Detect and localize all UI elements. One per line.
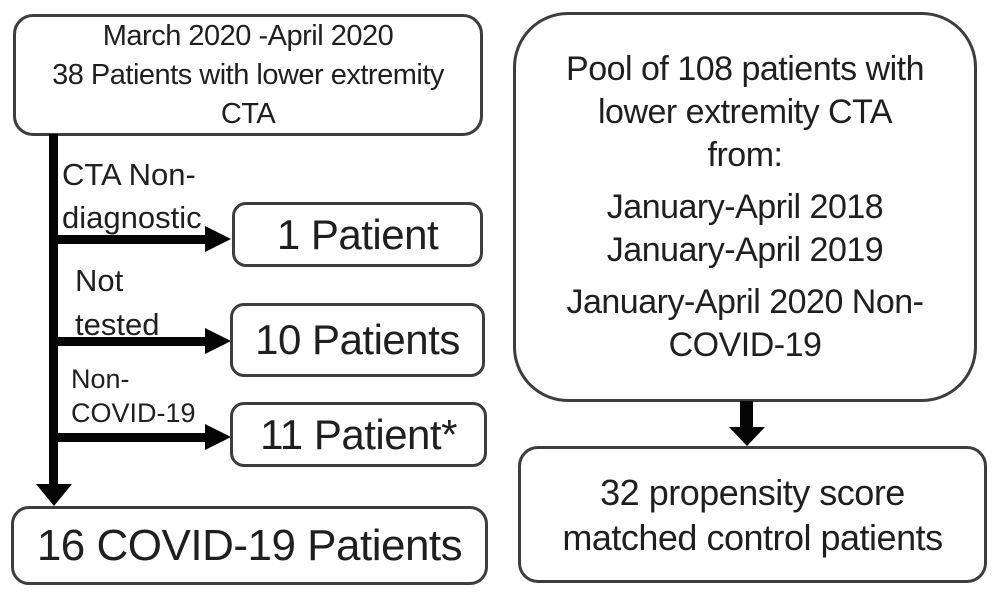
branch-label-not-tested: Not tested [75, 259, 159, 347]
result-box-text: 1 Patient [276, 210, 439, 258]
result-box-10-patients: 10 Patients [230, 303, 485, 377]
pool-box-line: January-April 2019 [606, 230, 884, 269]
result-box-text: 10 Patients [255, 316, 460, 363]
main-flow-line [49, 134, 58, 484]
pool-box-paragraph-3: January-April 2020 Non- COVID-19 [566, 281, 924, 367]
source-box-line-3: CTA [220, 97, 276, 130]
pool-box-paragraph-2: January-April 2018 January-April 2019 [606, 186, 884, 272]
pool-to-control-arrow [740, 401, 753, 427]
source-patients-box: March 2020 -April 2020 38 Patients with … [13, 14, 483, 136]
right-arrowhead-icon [205, 226, 231, 252]
pool-box-line: January-April 2018 [606, 187, 884, 226]
pool-box-line: lower extremity CTA [597, 92, 893, 131]
branch-arrow-3 [49, 433, 206, 442]
pool-box: Pool of 108 patients with lower extremit… [513, 12, 977, 402]
final-box-16-covid-patients: 16 COVID-19 Patients [11, 506, 488, 585]
result-box-1-patient: 1 Patient [232, 202, 483, 267]
source-box-line-1: March 2020 -April 2020 [102, 19, 394, 52]
pool-box-line: COVID-19 [668, 325, 822, 364]
branch-label-line: CTA Non- [62, 157, 196, 192]
branch-label-cta-nondiagnostic: CTA Non- diagnostic [62, 153, 202, 239]
result-box-text: 11 Patient* [260, 410, 457, 458]
down-arrowhead-icon [36, 484, 72, 506]
pool-box-line: Pool of 108 patients with [566, 49, 924, 88]
branch-label-line: tested [75, 307, 160, 342]
pool-box-line: January-April 2020 Non- [566, 282, 924, 321]
right-arrowhead-icon [205, 328, 231, 354]
control-patients-box: 32 propensity score matched control pati… [518, 446, 987, 583]
right-arrowhead-icon [205, 424, 231, 450]
control-box-line-2: matched control patients [562, 516, 943, 558]
pool-box-line: from: [707, 135, 783, 174]
source-box-line-2: 38 Patients with lower extremity [52, 58, 444, 91]
pool-box-paragraph-1: Pool of 108 patients with lower extremit… [566, 48, 924, 177]
branch-label-line: diagnostic [62, 200, 202, 235]
down-arrowhead-icon [729, 427, 765, 446]
branch-arrow-1 [49, 235, 206, 244]
branch-label-non-covid: Non- COVID-19 [71, 362, 196, 430]
branch-label-line: Not [75, 263, 124, 298]
branch-arrow-2 [49, 337, 206, 346]
branch-label-line: Non- [71, 364, 130, 394]
result-box-11-patient: 11 Patient* [230, 402, 487, 467]
branch-label-line: COVID-19 [71, 398, 196, 428]
control-box-line-1: 32 propensity score [600, 471, 905, 513]
final-box-text: 16 COVID-19 Patients [36, 520, 463, 570]
